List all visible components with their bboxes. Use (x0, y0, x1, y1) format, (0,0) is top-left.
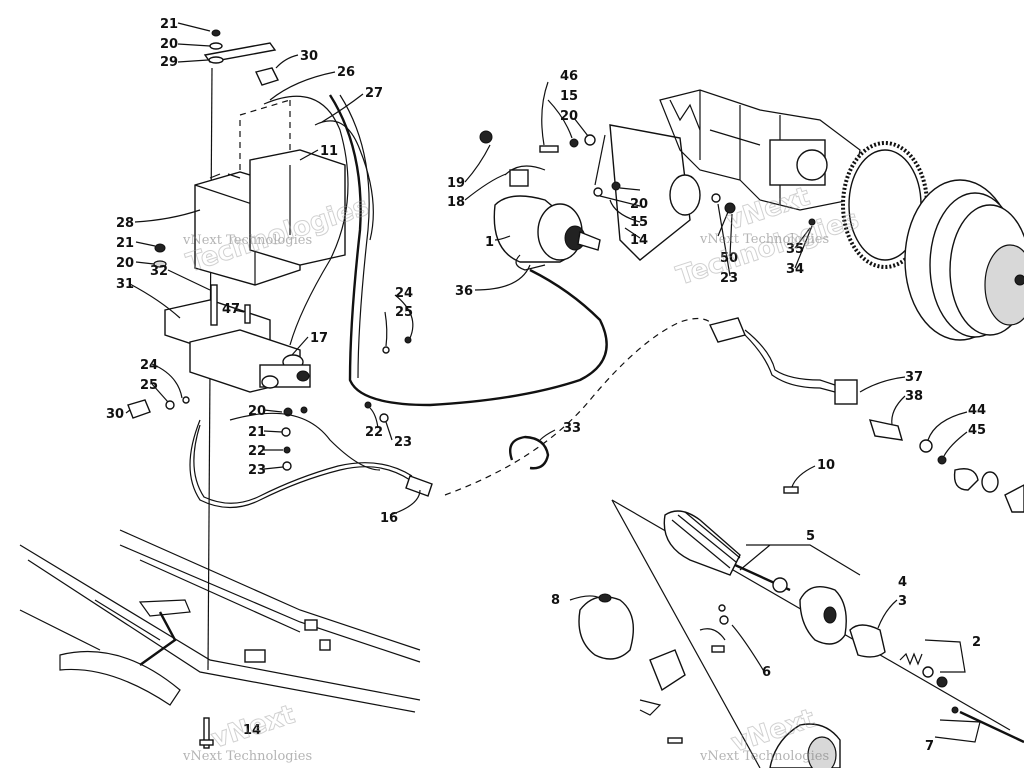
watermark-text: vNext Technologies (182, 233, 312, 248)
callout-20: 20 (630, 197, 648, 212)
callout-11: 11 (320, 144, 338, 159)
callout-23: 23 (394, 435, 412, 450)
callout-32: 32 (150, 264, 168, 279)
callout-46: 46 (560, 69, 578, 84)
callout-45: 45 (968, 423, 986, 438)
callout-20: 20 (560, 109, 578, 124)
callout-21: 21 (116, 236, 134, 251)
callout-10: 10 (817, 458, 835, 473)
watermark-text: vNext (208, 700, 299, 755)
callout-25: 25 (395, 305, 413, 320)
callout-22: 22 (248, 444, 266, 459)
callout-37: 37 (905, 370, 923, 385)
callout-8: 8 (551, 593, 560, 608)
snap-ring (508, 435, 550, 470)
callout-28: 28 (116, 216, 134, 231)
callout-24: 24 (395, 286, 413, 301)
callout-18: 18 (447, 195, 465, 210)
callout-17: 17 (310, 331, 328, 346)
watermark-text: vNext Technologies (699, 232, 829, 247)
callout-16: 16 (380, 511, 398, 526)
callout-25: 25 (140, 378, 158, 393)
callout-36: 36 (455, 284, 473, 299)
callout-26: 26 (337, 65, 355, 80)
callout-3: 3 (898, 594, 907, 609)
callout-21: 21 (160, 17, 178, 32)
leader-lines (125, 22, 968, 674)
callout-31: 31 (116, 277, 134, 292)
callout-20: 20 (248, 404, 266, 419)
solenoid-assembly (127, 94, 608, 509)
watermark-text: vNext Technologies (182, 749, 312, 764)
callout-labels: 21 20 29 30 26 27 11 28 21 20 32 31 47 1… (106, 17, 986, 754)
starter-exploded-view (578, 486, 1024, 768)
flywheel (904, 179, 1024, 341)
callout-7: 7 (925, 739, 934, 754)
key-switch-harness (709, 317, 1024, 513)
callout-5: 5 (806, 529, 815, 544)
callout-23: 23 (248, 463, 266, 478)
callout-14: 14 (243, 723, 261, 738)
callout-30: 30 (106, 407, 124, 422)
callout-14: 14 (630, 233, 648, 248)
callout-20: 20 (160, 37, 178, 52)
callout-44: 44 (968, 403, 986, 418)
callout-38: 38 (905, 389, 923, 404)
callout-6: 6 (762, 665, 771, 680)
callout-4: 4 (898, 575, 907, 590)
callout-19: 19 (447, 176, 465, 191)
callout-35: 35 (786, 242, 804, 257)
callout-33: 33 (563, 421, 581, 436)
callout-1: 1 (485, 235, 494, 250)
callout-24: 24 (140, 358, 158, 373)
starter-motor (479, 124, 736, 271)
callout-30: 30 (300, 49, 318, 64)
callout-47: 47 (222, 302, 240, 317)
callout-22: 22 (365, 425, 383, 440)
callout-34: 34 (786, 262, 804, 277)
battery-assembly (153, 29, 346, 671)
callout-50: 50 (720, 251, 738, 266)
engine-block (659, 89, 861, 211)
callout-21: 21 (248, 425, 266, 440)
callout-2: 2 (972, 635, 981, 650)
callout-29: 29 (160, 55, 178, 70)
watermark-text: vNext Technologies (699, 749, 829, 764)
callout-27: 27 (365, 86, 383, 101)
chassis-frame (19, 529, 421, 713)
callout-15: 15 (560, 89, 578, 104)
callout-20: 20 (116, 256, 134, 271)
callout-15: 15 (630, 215, 648, 230)
callout-23: 23 (720, 271, 738, 286)
